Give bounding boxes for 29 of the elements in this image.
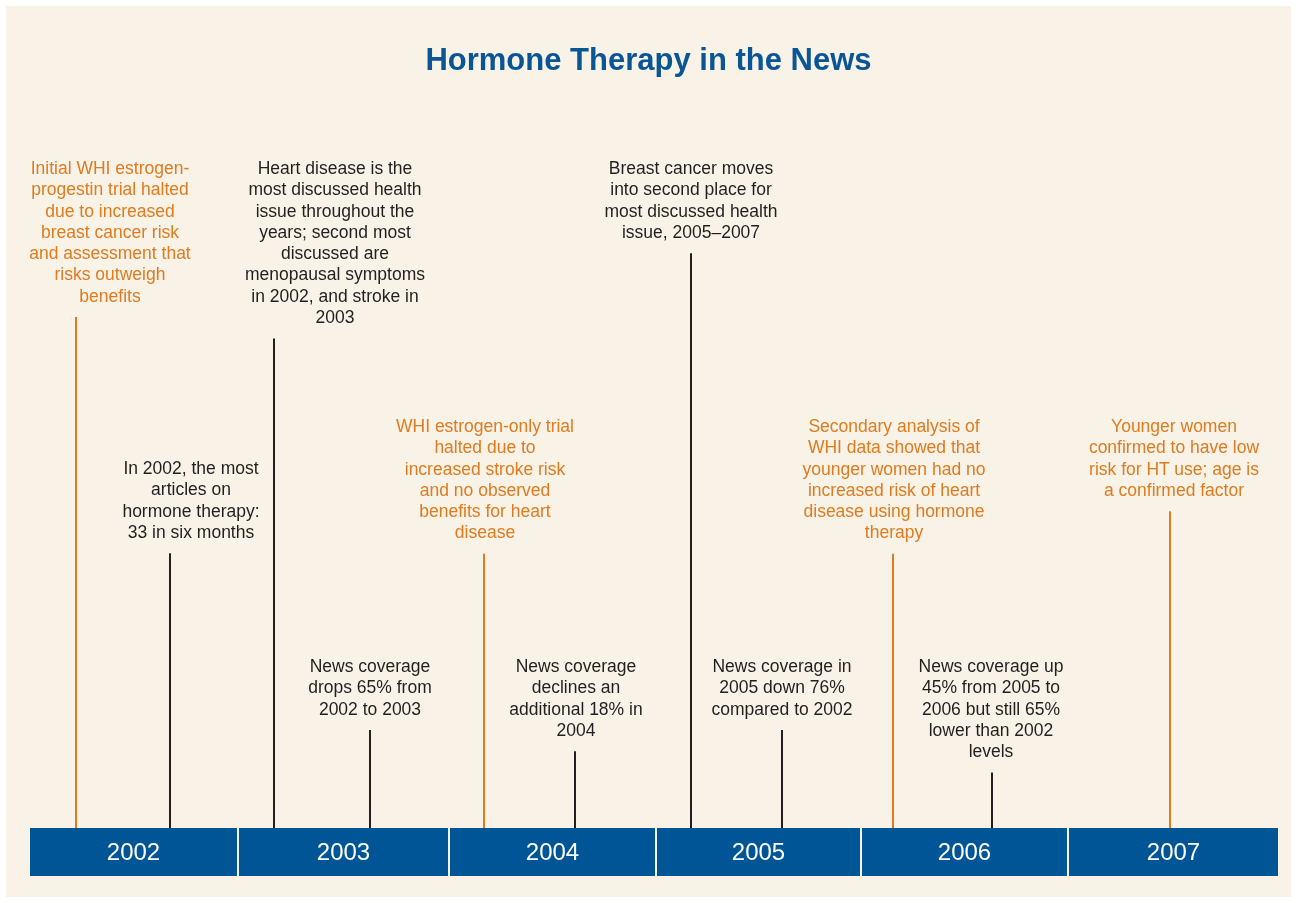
leader-line — [991, 771, 993, 829]
callout-text: Initial WHI estrogen-progestin trial halted due to increased breast cancer risk and assessment that risks outweigh benefits — [28, 158, 192, 318]
year-band: 2005 — [657, 828, 860, 876]
year-band: 2007 — [1069, 828, 1278, 876]
title: Hormone Therapy in the News — [424, 42, 873, 78]
leader-line — [169, 552, 171, 829]
callout-text: News coverage drops 65% from 2002 to 2003 — [288, 656, 452, 730]
callout-text: Secondary analysis of WHI data showed that younger women had no increased risk of heart disease using hormone therapy — [796, 416, 992, 554]
leader-line — [892, 552, 894, 829]
callout-text: In 2002, the most articles on hormone therapy: 33 in six months — [116, 458, 266, 554]
year-band: 2006 — [862, 828, 1067, 876]
leader-line — [781, 728, 783, 829]
callout-text: News coverage declines an additional 18% in 2004 — [498, 656, 654, 752]
leader-line — [574, 750, 576, 829]
year-band: 2003 — [239, 828, 448, 876]
callout-text: Heart disease is the most discussed health issue throughout the years; second most discussed are menopausal symptoms in 2002, and stroke in 2003 — [240, 158, 430, 339]
callout-text: Breast cancer moves into second place for most discussed health issue, 2005–2007 — [598, 158, 784, 254]
leader-line — [483, 552, 485, 829]
leader-line — [1169, 510, 1171, 829]
leader-line — [75, 316, 77, 829]
year-band: 2004 — [450, 828, 655, 876]
callout-text: WHI estrogen-only trial halted due to increased stroke risk and no observed benefits for heart disease — [395, 416, 575, 554]
year-band: 2002 — [30, 828, 237, 876]
callout-text: Younger women confirmed to have low risk for HT use; age is a confirmed factor — [1086, 416, 1262, 512]
callout-text: News coverage up 45% from 2005 to 2006 but still 65% lower than 2002 levels — [906, 656, 1076, 773]
leader-line — [273, 337, 275, 829]
callout-text: News coverage in 2005 down 76% compared to 2002 — [704, 656, 860, 730]
leader-line — [369, 728, 371, 829]
leader-line — [690, 252, 692, 829]
